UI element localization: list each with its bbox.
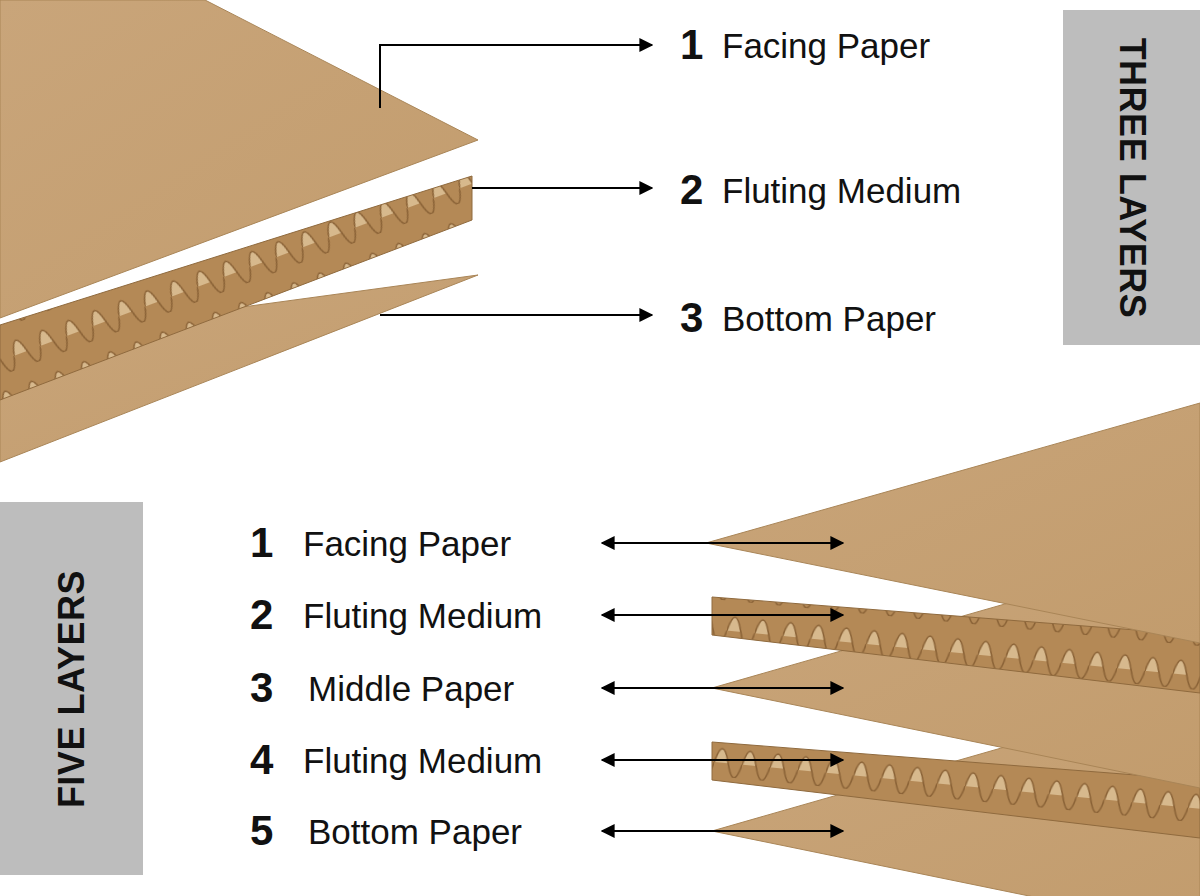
five-layer-board [706, 403, 1200, 896]
double-arrow [602, 687, 843, 689]
part-name: Middle Paper [308, 671, 514, 706]
facing-paper-sheet [0, 0, 478, 318]
double-arrow [602, 759, 843, 761]
layer-band: THREE LAYERS [1063, 10, 1200, 345]
part-name: Fluting Medium [722, 173, 961, 208]
callout-number: 1 [250, 522, 273, 564]
leader-arrow [472, 187, 652, 189]
part-name: Bottom Paper [308, 814, 522, 849]
leader-arrows [602, 543, 843, 831]
callout-number: 5 [250, 810, 273, 852]
band-label: THREE LAYERS [1114, 37, 1150, 318]
part-name: Facing Paper [722, 28, 930, 63]
band-label: FIVE LAYERS [54, 569, 90, 807]
part-name: Facing Paper [303, 526, 511, 561]
three-layer-board [0, 0, 478, 462]
leader-arrow [380, 314, 652, 316]
callout-number: 2 [250, 594, 273, 636]
part-name: Bottom Paper [722, 301, 936, 336]
layer-band: FIVE LAYERS [0, 502, 143, 875]
double-arrow [602, 542, 843, 544]
callout-number: 3 [680, 297, 703, 339]
double-arrow [602, 830, 843, 832]
leader-arrows [380, 45, 652, 315]
part-name: Fluting Medium [303, 743, 542, 778]
callout-number: 1 [680, 24, 703, 66]
callout-number: 2 [680, 169, 703, 211]
leader-arrow [380, 45, 652, 108]
callout-number: 4 [250, 739, 273, 781]
facing-paper-sheet [706, 403, 1200, 643]
part-name: Fluting Medium [303, 598, 542, 633]
double-arrow [602, 614, 843, 616]
callout-number: 3 [250, 667, 273, 709]
